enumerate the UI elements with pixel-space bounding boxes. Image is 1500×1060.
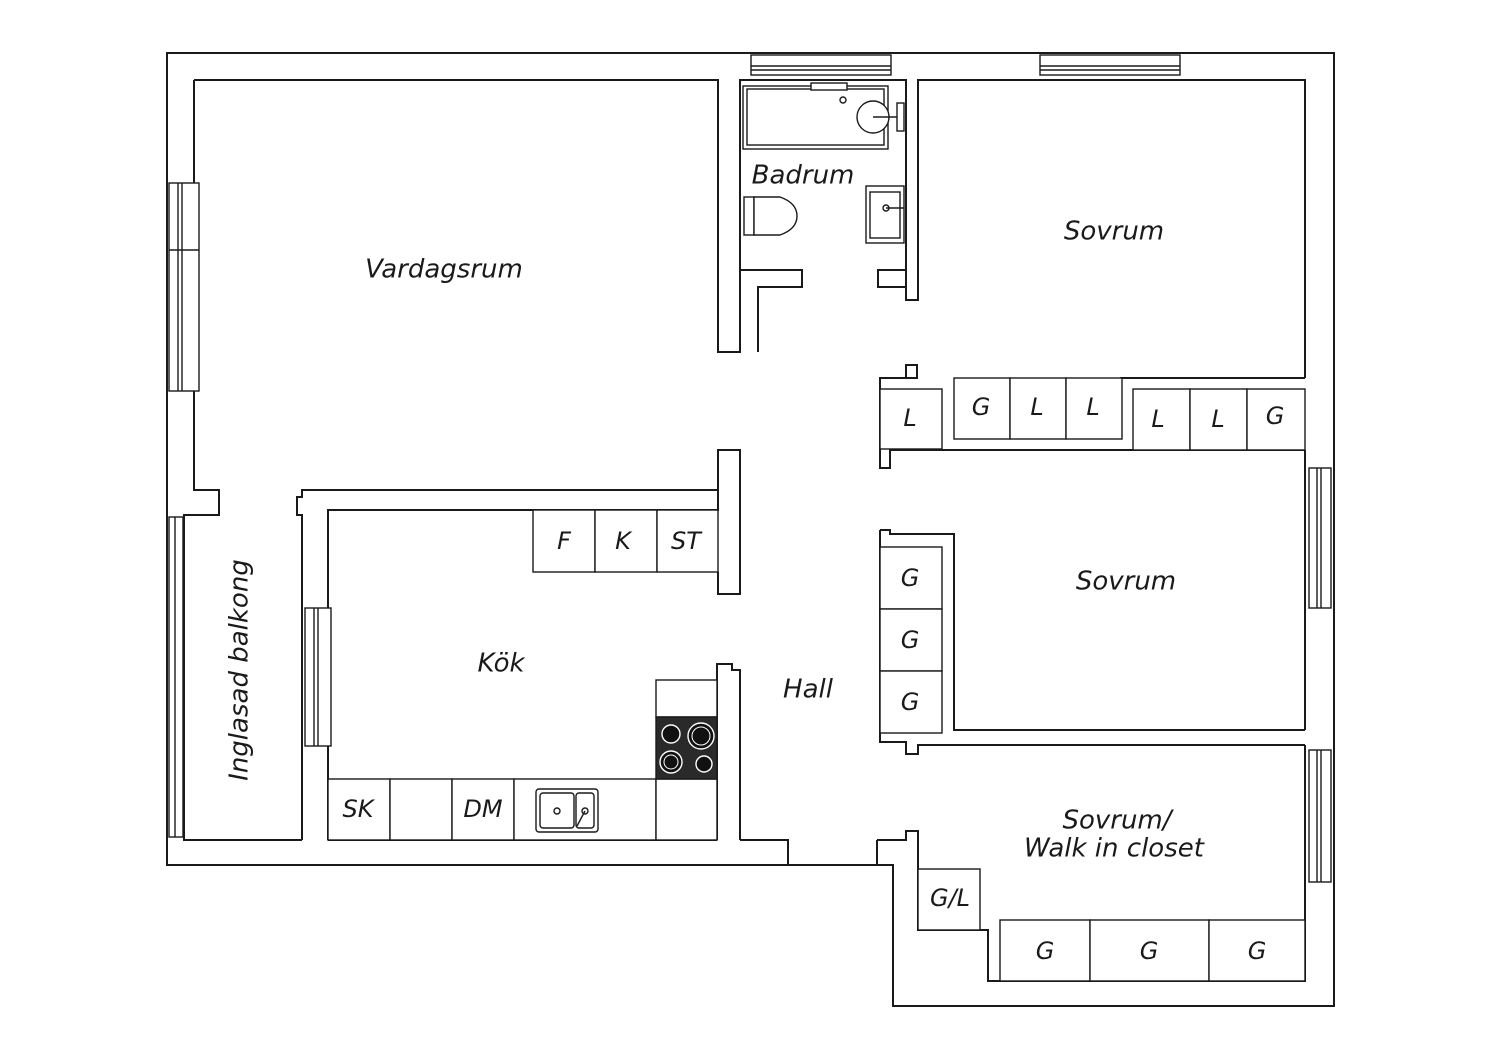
storage-label: G [901,626,920,654]
room-label-balcony: Inglasad balkong [225,559,255,781]
storage-label: G [901,564,920,592]
room-label-bedroom-3-line1: Sovrum/ [1062,806,1174,836]
storage-label: L [1151,405,1164,433]
toilet-icon [743,196,798,236]
room-label-bedroom-2: Sovrum [1076,567,1176,597]
kitchen-unit-label: ST [671,527,703,555]
room-label-bedroom-3-line2: Walk in closet [1024,834,1205,864]
storage-label: G [1248,937,1267,965]
stove-icon [655,716,718,780]
windows [168,54,1332,883]
room-label-living: Vardagsrum [365,255,523,285]
window-icon [1308,467,1332,609]
storage-label: G/L [930,884,970,912]
bedroom3-storage [917,868,1306,982]
window-icon [1039,54,1181,76]
sink-icon [865,185,905,244]
room-label-hall: Hall [783,675,834,705]
interior-walls [296,269,1305,982]
kitchen-unit-label: SK [343,795,376,823]
storage-label: L [1211,405,1224,433]
storage-label: L [1030,393,1043,421]
room-label-bathroom: Badrum [752,161,855,191]
bedroom2-storage [879,546,943,734]
window-icon [750,54,892,76]
room-label-bedroom-1: Sovrum [1064,217,1164,247]
window-icon [168,516,184,838]
window-icon [168,182,200,392]
kitchen-unit-label: F [557,527,572,555]
kitchen-sink-icon [535,788,599,833]
storage-label: G [972,393,991,421]
hall-storage-row [879,377,1306,451]
storage-label: L [1086,393,1099,421]
exterior-walls [166,52,1335,1007]
kitchen-unit-label: DM [463,795,502,823]
storage-label: G [1036,937,1055,965]
window-icon [304,607,332,747]
storage-label: G [901,688,920,716]
room-label-kitchen: Kök [477,649,525,679]
kitchen-unit-label: K [615,527,633,555]
bathtub-icon [742,82,905,150]
window-icon [1308,749,1332,883]
storage-label: G [1266,402,1285,430]
storage-label: L [903,404,916,432]
storage-label: G [1140,937,1159,965]
kitchen-upper-counter [532,509,719,573]
